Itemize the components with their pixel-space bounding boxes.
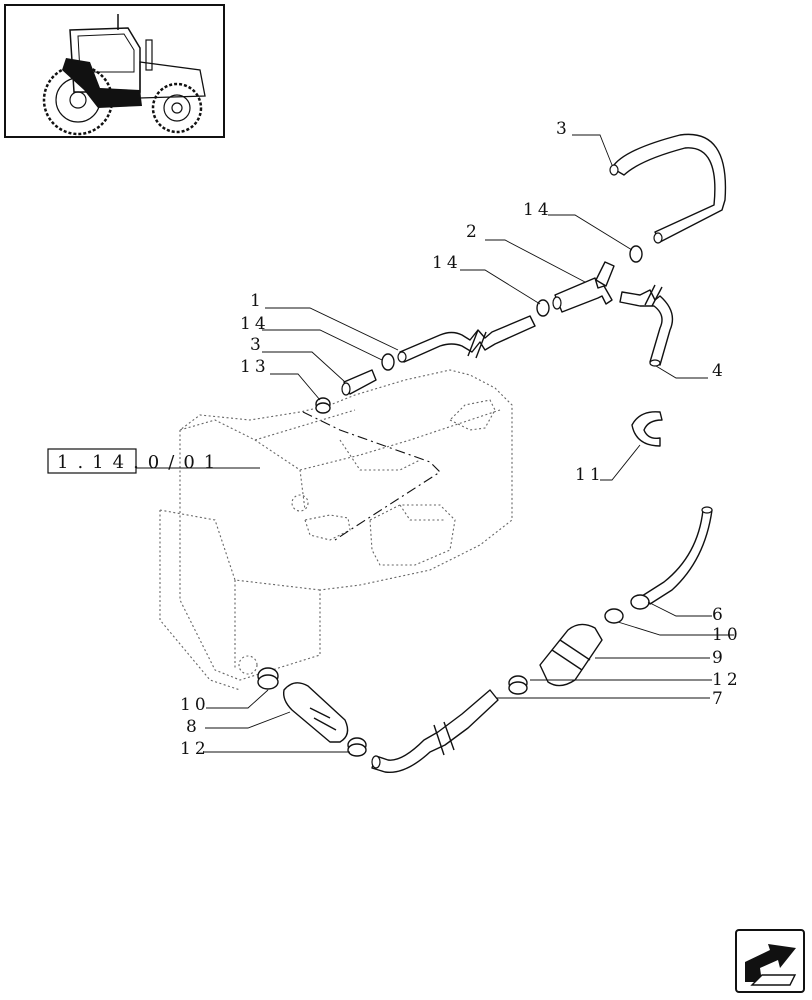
- callout-2: 2: [466, 222, 481, 242]
- routing-dashdot: [302, 411, 441, 541]
- callout-12-left: 12: [180, 739, 210, 759]
- clamps-10: [257, 594, 650, 690]
- clamps-12: [347, 675, 528, 757]
- callout-numbers: 3 14 2 14 1 14 3 13 4 11 6 10 9 12 7 10 …: [180, 119, 742, 759]
- hose-7: [371, 689, 499, 774]
- callout-13: 13: [240, 357, 270, 377]
- callout-11: 11: [575, 465, 605, 485]
- callout-14-middle: 14: [432, 253, 462, 273]
- callout-7: 7: [712, 689, 727, 709]
- hose-1: [397, 315, 536, 363]
- callout-14-left: 14: [240, 314, 270, 334]
- callout-6: 6: [712, 605, 727, 625]
- clip-11: [631, 411, 663, 447]
- reference-label-text: 1.14.0/01: [57, 452, 224, 473]
- leader-lines: [204, 134, 734, 753]
- callout-12-right: 12: [712, 670, 742, 690]
- callout-1: 1: [250, 291, 265, 311]
- sleeve-8: [282, 682, 349, 743]
- callout-4: 4: [712, 361, 727, 381]
- sleeve-9: [539, 623, 603, 687]
- reference-label[interactable]: 1.14.0/01: [47, 448, 260, 474]
- hose-3-loop: [609, 133, 727, 244]
- next-page-arrow-icon[interactable]: [735, 929, 805, 993]
- callout-14-top: 14: [523, 200, 553, 220]
- tee-fitting-2: [552, 261, 615, 313]
- callout-10-left: 10: [180, 695, 210, 715]
- callout-8: 8: [186, 717, 201, 737]
- fuel-tank-phantom: [159, 369, 513, 691]
- tractor-thumbnail-icon[interactable]: [4, 4, 225, 138]
- callout-3-top: 3: [556, 119, 571, 139]
- callout-3-left: 3: [250, 335, 265, 355]
- callout-10-right: 10: [712, 625, 742, 645]
- callout-9: 9: [712, 648, 727, 668]
- hose-4: [619, 284, 674, 367]
- connector-3-and-clamp-13: [315, 369, 377, 414]
- hose-6: [641, 506, 713, 605]
